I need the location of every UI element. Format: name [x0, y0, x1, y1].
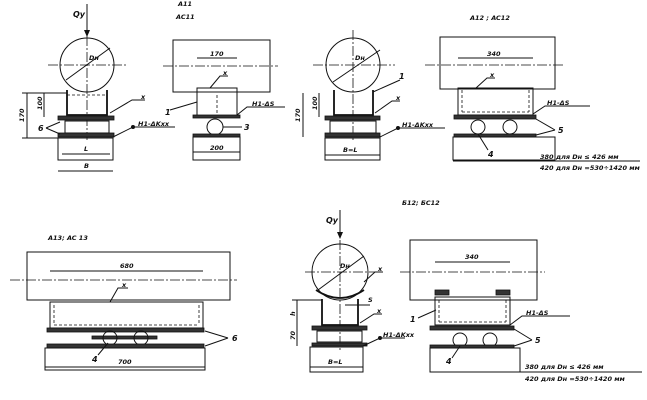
- weld-label: H1-ΔS: [547, 99, 570, 107]
- dim-B: B: [84, 162, 89, 170]
- fig-a13-title: A13; AC 13: [47, 234, 88, 242]
- fig-a11-front: Qy Dн 100 170 L B 6 x H1-ΔKxx: [18, 4, 175, 172]
- label-x-upper: x: [377, 265, 383, 273]
- dim-200: 200: [210, 144, 224, 152]
- weld-label: H1-ΔS: [252, 100, 275, 108]
- dimension-note-2: 420 для Dн =530÷1420 мм: [525, 375, 626, 383]
- dim-b-equals-l: B=L: [328, 358, 343, 366]
- dimension-note-1: 380 для Dн ≤ 426 мм: [540, 153, 619, 161]
- label-s: S: [368, 296, 373, 304]
- dim-700: 700: [118, 358, 132, 366]
- label-x: x: [489, 71, 495, 79]
- fig-ac11-title: AC11: [175, 13, 195, 21]
- weld-label: H1-ΔKxx: [138, 120, 170, 128]
- fig-a13-side: 680 700 x 6 4: [10, 251, 238, 371]
- fig-a12-front: Dн 100 170 B=L 1 x H1-ΔKxx: [294, 30, 445, 161]
- label-x: x: [121, 281, 127, 289]
- load-label: Qy: [73, 10, 86, 19]
- dim-100: 100: [36, 96, 44, 110]
- label-4: 4: [445, 357, 452, 366]
- label-4: 4: [487, 150, 494, 159]
- diameter-label: Dн: [355, 54, 365, 62]
- dim-70: 70: [289, 330, 297, 340]
- roller: [206, 118, 224, 136]
- dim-680: 680: [120, 262, 134, 270]
- fig-a12-side: 340 x H1-ΔS 5 4 380 для Dн ≤ 426 мм 420 …: [425, 36, 641, 172]
- label-1: 1: [410, 315, 416, 324]
- dim-h: h: [289, 311, 297, 316]
- weld-label: H1-ΔKxx: [402, 121, 434, 129]
- load-label: Qy: [326, 216, 339, 225]
- dim-340: 340: [487, 50, 501, 58]
- dim-170: 170: [210, 50, 224, 58]
- label-5: 5: [558, 126, 564, 135]
- dim-100: 100: [311, 96, 319, 110]
- dim-340: 340: [465, 253, 479, 261]
- dim-L: L: [84, 145, 88, 153]
- label-6: 6: [38, 124, 44, 133]
- fig-a11-title: A11: [177, 0, 192, 8]
- label-6: 6: [232, 334, 238, 343]
- dimension-note-2: 420 для Dн =530÷1420 мм: [540, 164, 641, 172]
- fig-b12-side: 340 1 H1-ΔS 5 4 380 для Dн ≤ 426 мм 420 …: [400, 239, 642, 383]
- dim-170: 170: [18, 108, 26, 122]
- label-3: 3: [244, 123, 250, 132]
- label-4: 4: [91, 355, 98, 364]
- dim-170: 170: [294, 108, 302, 122]
- dim-b-equals-l: B=L: [343, 146, 358, 154]
- foundation: [57, 137, 114, 161]
- fig-a12-title: A12 ; AC12: [469, 14, 510, 22]
- label-x: x: [395, 94, 401, 102]
- label-5: 5: [535, 336, 541, 345]
- diameter-label: Dн: [340, 262, 350, 270]
- fig-b12-front: Qy Dн B=L h 70 x S x H1-ΔKxx: [289, 210, 415, 373]
- weld-label: H1-ΔKxx: [383, 331, 415, 339]
- label-x: x: [140, 93, 146, 101]
- label-1: 1: [399, 72, 405, 81]
- diameter-label: Dн: [89, 54, 99, 62]
- dimension-note-1: 380 для Dн ≤ 426 мм: [525, 363, 604, 371]
- label-1: 1: [165, 108, 171, 117]
- fig-a11-side: 170 200 x 1 H1-ΔS 3: [163, 39, 285, 161]
- fig-b12-title: Б12; БС12: [402, 199, 440, 207]
- label-x-lower: x: [376, 307, 382, 315]
- label-x: x: [222, 69, 228, 77]
- weld-label: H1-ΔS: [526, 309, 549, 317]
